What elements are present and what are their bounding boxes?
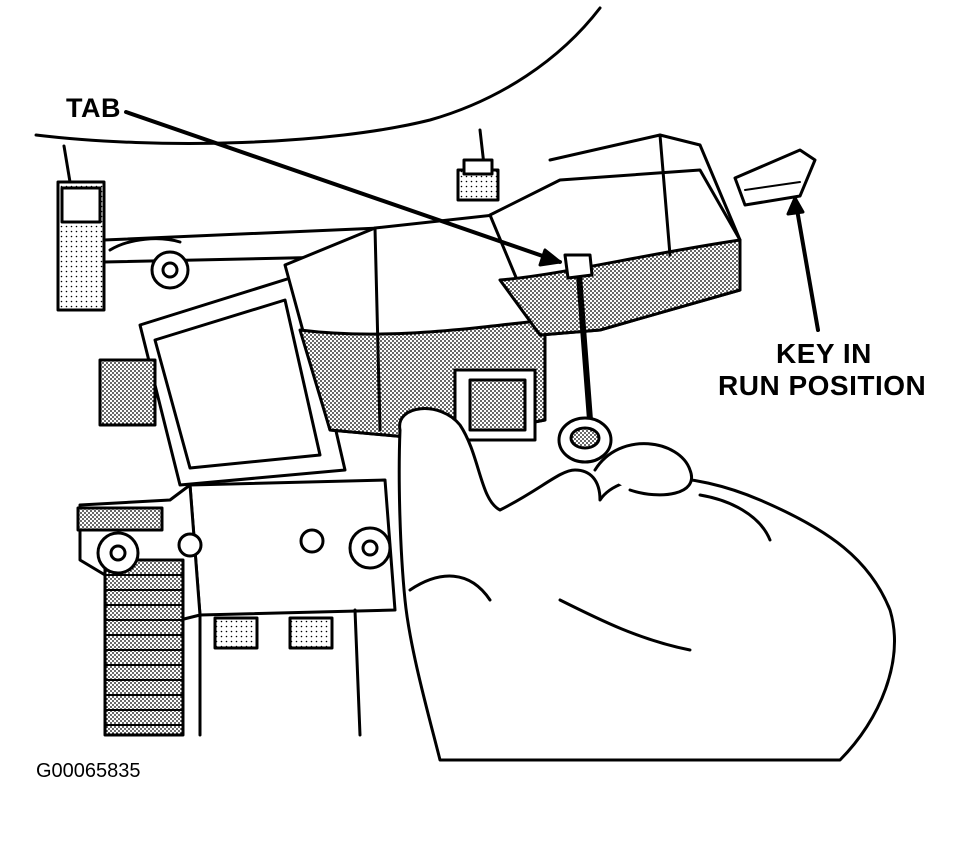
switch-front-plate	[98, 273, 347, 487]
corrugated-tube	[103, 558, 185, 737]
figure-id: G00065835	[36, 760, 141, 782]
steering-shroud-arc	[34, 6, 602, 145]
screw-heads	[96, 250, 392, 575]
ignition-key	[733, 148, 817, 207]
tab-callout-label: TAB	[66, 93, 121, 123]
ignition-switch-body	[283, 208, 547, 442]
lower-housing	[76, 478, 397, 737]
tab-leader-line	[124, 110, 562, 264]
key-leader-line	[793, 196, 820, 332]
screwdriver	[557, 253, 613, 464]
key-callout-line-1: KEY IN	[776, 338, 872, 369]
lock-cylinder	[488, 133, 742, 337]
key-callout-line-2: RUN POSITION	[718, 370, 927, 401]
technician-hand	[397, 407, 896, 762]
